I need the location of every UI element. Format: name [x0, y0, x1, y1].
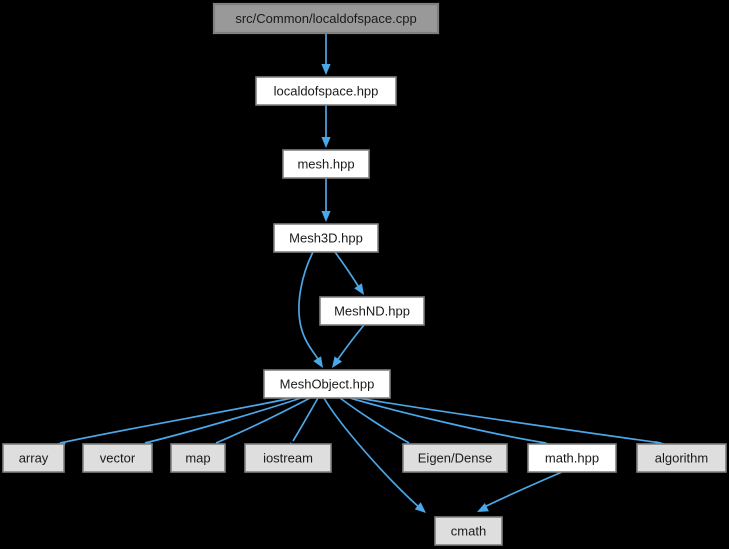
- edge-meshobject-to-cmath: [323, 397, 422, 510]
- node-box-meshnd[interactable]: [319, 296, 425, 326]
- edge-meshobject-to-map: [215, 397, 311, 444]
- node-eigen[interactable]: Eigen/Dense: [402, 443, 508, 473]
- edge-mesh3d-to-meshobject: [298, 251, 321, 363]
- edges-layer: [59, 33, 662, 510]
- node-box-eigen[interactable]: [402, 443, 508, 473]
- ah-meshnd-meshobject: [332, 356, 343, 368]
- node-array[interactable]: array: [2, 443, 65, 473]
- edge-mathhpp-to-cmath: [481, 471, 563, 509]
- node-meshnd[interactable]: MeshND.hpp: [319, 296, 425, 326]
- edge-meshobject-to-mathhpp: [349, 397, 547, 444]
- node-root[interactable]: src/Common/localdofspace.cpp: [212, 2, 440, 35]
- ah-meshobject-cmath: [414, 502, 426, 513]
- node-mesh3d[interactable]: Mesh3D.hpp: [273, 223, 379, 253]
- node-iostream[interactable]: iostream: [244, 443, 332, 473]
- node-box-mathhpp[interactable]: [527, 443, 617, 473]
- node-algorithm[interactable]: algorithm: [636, 443, 727, 473]
- node-box-vector[interactable]: [82, 443, 153, 473]
- node-vector[interactable]: vector: [82, 443, 153, 473]
- node-box-array[interactable]: [2, 443, 65, 473]
- node-meshobject[interactable]: MeshObject.hpp: [263, 369, 391, 399]
- node-box-root[interactable]: [212, 2, 440, 35]
- edge-meshobject-to-iostream: [292, 397, 319, 442]
- node-box-cmath[interactable]: [434, 516, 503, 546]
- edge-meshobject-to-array: [59, 397, 293, 444]
- ah-mathhpp-cmath: [477, 503, 489, 512]
- node-box-iostream[interactable]: [244, 443, 332, 473]
- node-box-meshobject[interactable]: [263, 369, 391, 399]
- node-mathhpp[interactable]: math.hpp: [527, 443, 617, 473]
- node-cmath[interactable]: cmath: [434, 516, 503, 546]
- node-mesh[interactable]: mesh.hpp: [282, 149, 370, 179]
- node-box-map[interactable]: [170, 443, 226, 473]
- edge-meshobject-to-eigen: [339, 397, 410, 444]
- edge-mesh3d-to-meshnd: [334, 251, 361, 290]
- node-box-algorithm[interactable]: [636, 443, 727, 473]
- node-box-mesh3d[interactable]: [273, 223, 379, 253]
- edge-meshnd-to-meshobject: [335, 324, 365, 363]
- ah-localdof-mesh: [321, 137, 331, 148]
- node-box-mesh[interactable]: [282, 149, 370, 179]
- ah-root-localdof: [321, 64, 331, 75]
- edge-meshobject-to-vector: [144, 397, 302, 444]
- node-box-localdof[interactable]: [255, 76, 397, 106]
- ah-mesh-mesh3d: [321, 211, 331, 222]
- node-localdof[interactable]: localdofspace.hpp: [255, 76, 397, 106]
- node-map[interactable]: map: [170, 443, 226, 473]
- edge-meshobject-to-algorithm: [357, 397, 662, 444]
- ah-mesh3d-meshobject: [313, 356, 323, 368]
- ah-mesh3d-meshnd: [354, 283, 364, 295]
